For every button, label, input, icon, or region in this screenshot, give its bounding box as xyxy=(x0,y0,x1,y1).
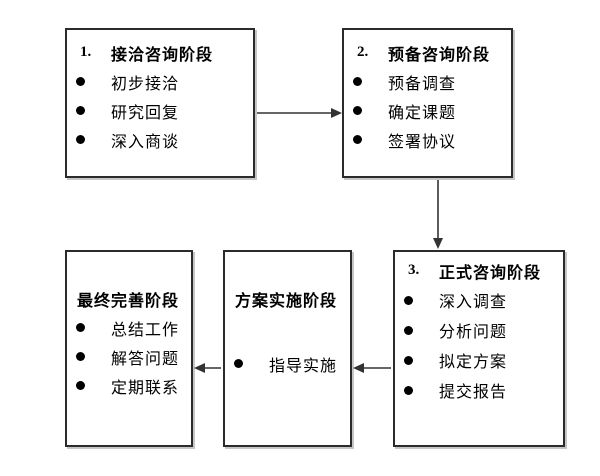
arrow-stage2-to-stage3 xyxy=(433,180,443,249)
stage-item-row: 预备调查 xyxy=(344,67,511,96)
stage-item: 提交报告 xyxy=(439,384,508,401)
stage-item-row: 解答问题 xyxy=(67,342,191,371)
bullet-icon xyxy=(76,135,85,144)
stage-title: 方案实施阶段 xyxy=(235,292,338,310)
bullet-icon xyxy=(404,385,413,395)
stage-title-row: 3. 正式咨询阶段 xyxy=(395,256,563,285)
stage-item-row: 深入商谈 xyxy=(67,125,253,154)
stage-item-row: 初步接洽 xyxy=(67,67,253,96)
stage-item: 总结工作 xyxy=(111,321,180,339)
bullet-icon xyxy=(404,325,413,335)
stage-title: 正式咨询阶段 xyxy=(439,264,542,282)
stage-item-row: 深入调查 xyxy=(395,285,563,315)
stage-title: 预备咨询阶段 xyxy=(388,46,491,64)
stage-item: 深入调查 xyxy=(439,294,508,311)
stage-item: 研究回复 xyxy=(111,104,180,122)
stage-title-row: 2. 预备咨询阶段 xyxy=(344,38,511,67)
stage-title-row: 方案实施阶段 xyxy=(225,284,350,313)
stage-item-row: 分析问题 xyxy=(395,315,563,345)
bullet-icon xyxy=(76,106,85,115)
stage-item: 签署协议 xyxy=(388,133,457,151)
stage-item-row: 研究回复 xyxy=(67,96,253,125)
stage-item: 初步接洽 xyxy=(111,75,180,93)
bullet-icon xyxy=(76,77,85,86)
bullet-icon xyxy=(76,381,85,390)
stage-item-row: 提交报告 xyxy=(395,375,563,405)
bullet-icon xyxy=(353,106,362,115)
stage-item: 指导实施 xyxy=(269,357,338,375)
stage-number: 2. xyxy=(357,44,369,60)
stage-item: 定期联系 xyxy=(111,379,180,397)
stage-title-row: 最终完善阶段 xyxy=(67,284,191,313)
stage-box-1-contact-consult: 1. 接洽咨询阶段 初步接洽 研究回复 深入商谈 xyxy=(65,28,255,178)
stage-item-row: 签署协议 xyxy=(344,125,511,154)
arrow-stage4-to-stage5 xyxy=(194,363,221,373)
stage-item: 解答问题 xyxy=(111,350,180,368)
stage-item-row: 拟定方案 xyxy=(395,345,563,375)
bullet-icon xyxy=(76,323,85,332)
bullet-icon xyxy=(353,135,362,144)
stage-box-5-final-improve: 最终完善阶段 总结工作 解答问题 定期联系 xyxy=(65,250,193,447)
stage-box-2-prepare-consult: 2. 预备咨询阶段 预备调查 确定课题 签署协议 xyxy=(342,28,513,178)
stage-item-row: 确定课题 xyxy=(344,96,511,125)
bullet-icon xyxy=(76,352,85,361)
stage-item: 拟定方案 xyxy=(439,354,508,371)
bullet-icon xyxy=(234,359,243,368)
arrow-stage1-to-stage2 xyxy=(257,108,342,118)
stage-item: 确定课题 xyxy=(388,104,457,122)
stage-title: 接洽咨询阶段 xyxy=(111,46,214,64)
bullet-icon xyxy=(404,355,413,365)
stage-item: 分析问题 xyxy=(439,324,508,341)
stage-item: 预备调查 xyxy=(388,75,457,93)
stage-item-row: 总结工作 xyxy=(67,313,191,342)
stage-title-row: 1. 接洽咨询阶段 xyxy=(67,38,253,67)
stage-item: 深入商谈 xyxy=(111,133,180,151)
stage-box-3-formal-consult: 3. 正式咨询阶段 深入调查 分析问题 拟定方案 提交报告 xyxy=(393,250,565,447)
bullet-icon xyxy=(353,77,362,86)
stage-number: 3. xyxy=(408,262,420,278)
stage-item-row: 指导实施 xyxy=(225,349,350,378)
stage-number: 1. xyxy=(80,44,92,60)
bullet-icon xyxy=(404,295,413,305)
stage-box-4-implement-plan: 方案实施阶段 指导实施 xyxy=(223,250,352,447)
arrow-stage3-to-stage4 xyxy=(353,363,391,373)
stage-item-row: 定期联系 xyxy=(67,371,191,400)
stage-title: 最终完善阶段 xyxy=(77,292,180,310)
